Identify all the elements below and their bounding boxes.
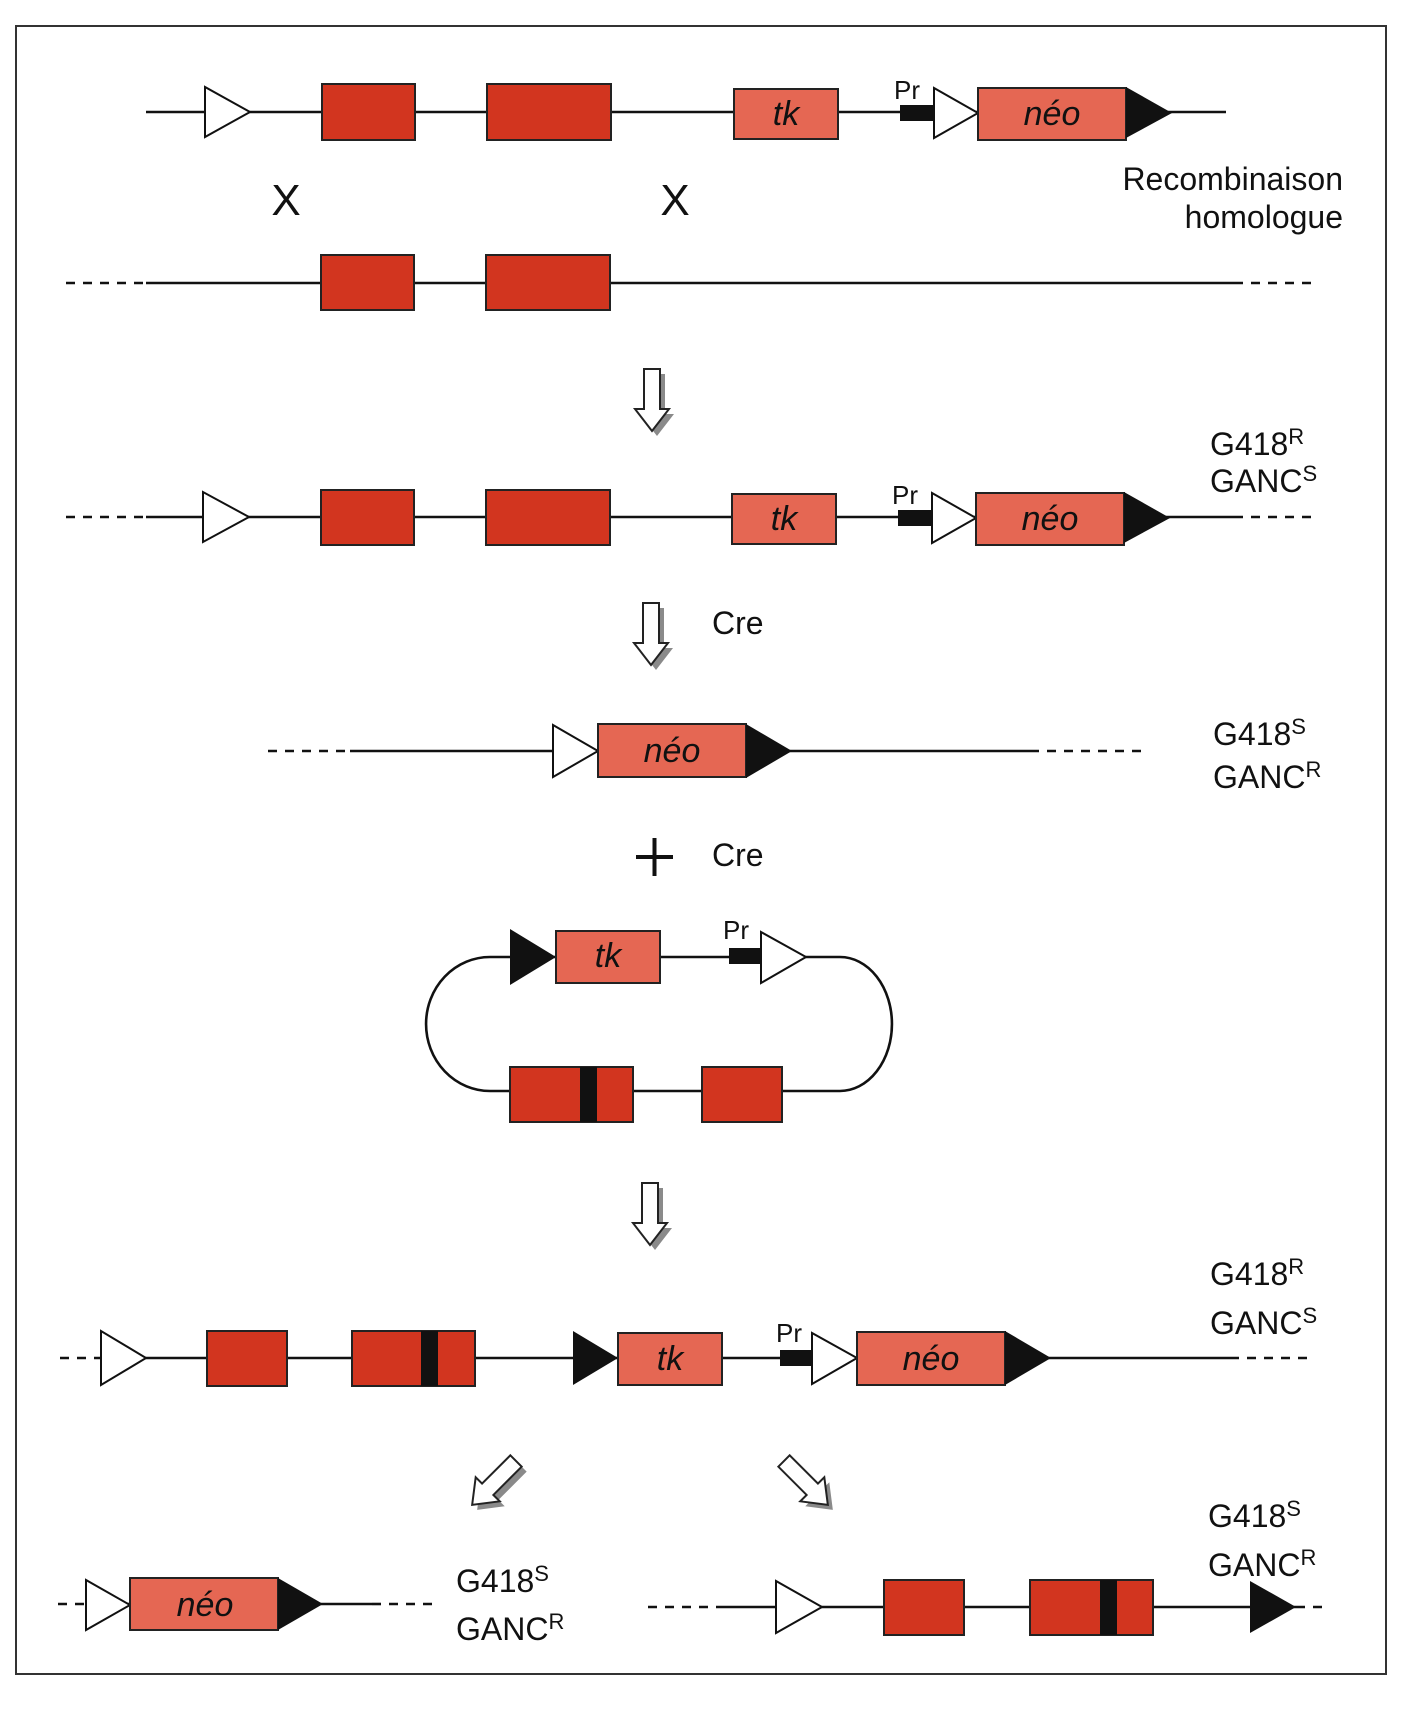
loxp-black-triangle-icon	[510, 929, 556, 985]
loxp-white-triangle-icon	[760, 930, 809, 985]
exon-box	[351, 1330, 476, 1387]
loxp-black-triangle-icon	[573, 1331, 618, 1385]
loxp-white-triangle-icon	[85, 1578, 133, 1632]
loxp-white-triangle-icon	[202, 490, 252, 544]
exon-box	[509, 1066, 634, 1123]
loxp-black-triangle-icon	[1126, 87, 1172, 138]
crossover-x-right: X	[660, 176, 689, 225]
neo-label: néo	[644, 732, 701, 770]
promoter-label: Pr	[892, 480, 918, 510]
neo-label: néo	[903, 1340, 960, 1378]
phenotype-ganc-resistant: GANCR	[1208, 1545, 1316, 1583]
neo-label: néo	[1024, 95, 1081, 133]
promoter-label: Pr	[776, 1318, 802, 1348]
tk-label: tk	[773, 95, 801, 133]
loxp-white-triangle-icon	[811, 1331, 860, 1386]
loxp-black-triangle-icon	[278, 1578, 323, 1630]
plus-icon	[636, 838, 673, 876]
tk-label: tk	[595, 937, 623, 975]
loxp-black-triangle-icon	[746, 724, 792, 778]
phenotype-g418-sensitive: G418S	[1208, 1496, 1301, 1534]
phenotype-g418-sensitive: G418S	[1213, 714, 1306, 752]
neo-label: néo	[177, 1586, 234, 1624]
loxp-white-triangle-icon	[204, 85, 253, 139]
exon-box	[320, 489, 415, 546]
exon-box	[486, 83, 612, 141]
exon-box	[1029, 1579, 1154, 1636]
reintegrated-allele: tk Pr néo	[60, 1318, 1312, 1387]
exon-box	[321, 83, 416, 141]
phenotype-ganc-sensitive: GANCS	[1210, 1303, 1317, 1341]
exon-box	[206, 1330, 288, 1387]
exon-box	[485, 489, 611, 546]
phenotype-g418-sensitive: G418S	[456, 1561, 549, 1599]
promoter-block	[729, 948, 763, 964]
promoter-block	[780, 1350, 814, 1366]
phenotype-g418-resistant: G418R	[1210, 424, 1304, 462]
exon-box	[320, 254, 415, 311]
cre-label: Cre	[712, 837, 764, 873]
neo-gene-box	[597, 723, 747, 778]
loxp-white-triangle-icon	[100, 1329, 148, 1387]
phenotype-g418-resistant: G418R	[1210, 1254, 1304, 1292]
circular-product: tk Pr	[424, 915, 894, 1123]
phenotype-ganc-resistant: GANCR	[456, 1609, 564, 1647]
mutation-band	[1100, 1580, 1117, 1635]
final-product-allele	[648, 1579, 1330, 1636]
exon-box	[883, 1579, 965, 1636]
recombined-allele: tk Pr néo	[66, 480, 1318, 546]
tk-label: tk	[657, 1340, 685, 1378]
recombination-label-line2: homologue	[1185, 199, 1343, 235]
tk-gene-box	[617, 1332, 723, 1386]
promoter-label: Pr	[723, 915, 749, 945]
endogenous-locus	[66, 254, 1318, 311]
tk-gene-box	[731, 493, 837, 545]
neo-gene-box	[129, 1577, 279, 1631]
final-product-neo: néo	[58, 1577, 440, 1632]
tk-gene-box	[555, 930, 661, 984]
crossover-x-left: X	[271, 176, 300, 225]
exon-box	[485, 254, 611, 311]
phenotype-ganc-sensitive: GANCS	[1210, 461, 1317, 499]
loxp-white-triangle-icon	[552, 723, 600, 779]
excised-allele: néo	[268, 723, 1142, 779]
exon-box	[701, 1066, 783, 1123]
recombination-label-line1: Recombinaison	[1122, 161, 1343, 197]
loxp-white-triangle-icon	[775, 1579, 825, 1635]
mutation-band	[580, 1067, 597, 1122]
neo-gene-box	[856, 1331, 1006, 1386]
neo-gene-box	[977, 87, 1127, 141]
figure-frame	[15, 25, 1387, 1675]
loxp-black-triangle-icon	[1005, 1331, 1051, 1385]
phenotype-ganc-resistant: GANCR	[1213, 757, 1321, 795]
loxp-black-triangle-icon	[1250, 1581, 1296, 1633]
targeting-vector: tk Pr néo	[146, 75, 1226, 141]
loxp-white-triangle-icon	[933, 86, 981, 140]
loxp-black-triangle-icon	[1124, 492, 1170, 543]
cre-label: Cre	[712, 605, 764, 641]
mutation-band	[421, 1331, 438, 1386]
neo-label: néo	[1022, 500, 1079, 538]
tk-label: tk	[771, 500, 799, 538]
promoter-block	[898, 510, 936, 526]
tk-gene-box	[733, 88, 839, 140]
promoter-block	[900, 105, 938, 121]
loxp-white-triangle-icon	[931, 491, 979, 545]
promoter-label: Pr	[894, 75, 920, 105]
neo-gene-box	[975, 492, 1125, 546]
